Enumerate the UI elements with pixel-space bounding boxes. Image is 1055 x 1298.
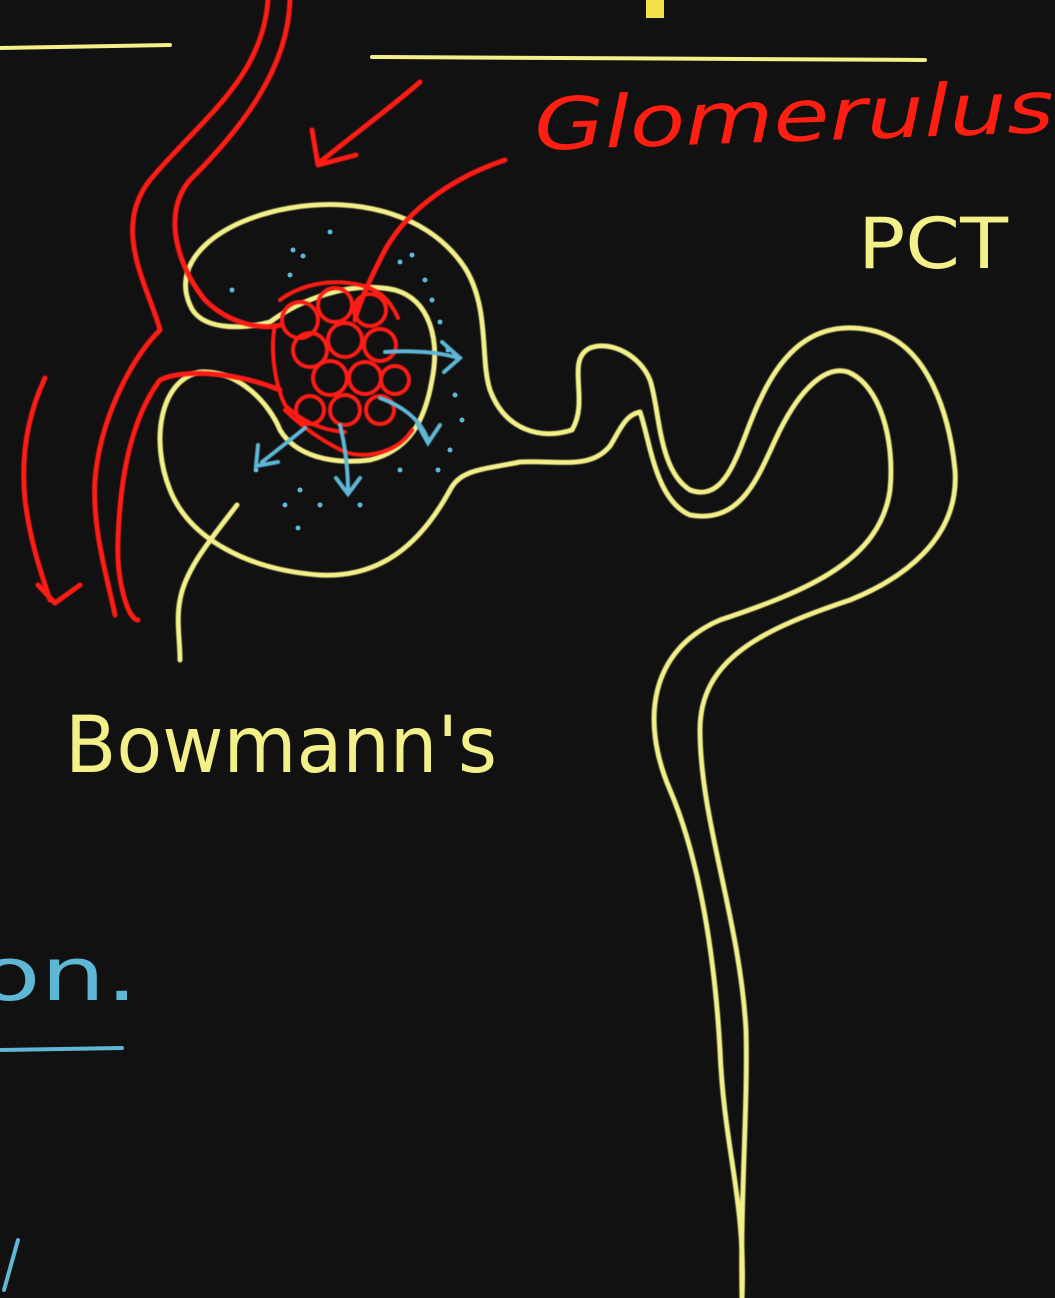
afferent-arteriole-inner xyxy=(175,0,290,327)
incoming-arrow-line xyxy=(320,82,420,162)
heading-underline-right xyxy=(372,57,925,60)
efferent-arteriole-inner xyxy=(24,378,50,600)
bowmans-capsule-inner xyxy=(160,287,891,1298)
incoming-arrow-head-icon xyxy=(312,130,356,165)
partial-word-label: on. xyxy=(0,932,138,1018)
heading-yellow-mark xyxy=(646,0,664,18)
stray-tick-mark xyxy=(4,1240,18,1290)
bowmans-pointer-line xyxy=(178,505,237,660)
arrow-head-icon xyxy=(418,425,440,443)
partial-word-underline xyxy=(0,1048,122,1050)
blood-vessels xyxy=(24,0,505,620)
cropped-heading-strokes xyxy=(0,0,925,60)
filtrate-arrow-icon xyxy=(340,425,348,490)
efferent-arteriole-outer xyxy=(118,373,280,620)
heading-underline-left xyxy=(0,45,170,48)
partial-word-strokes xyxy=(0,1048,122,1290)
arrow-head-icon xyxy=(256,445,278,466)
bowmans-label: Bowmann's xyxy=(65,701,497,791)
pct-label: PCT xyxy=(858,203,1008,285)
glomerulus-label: Glomerulus xyxy=(533,65,1055,167)
